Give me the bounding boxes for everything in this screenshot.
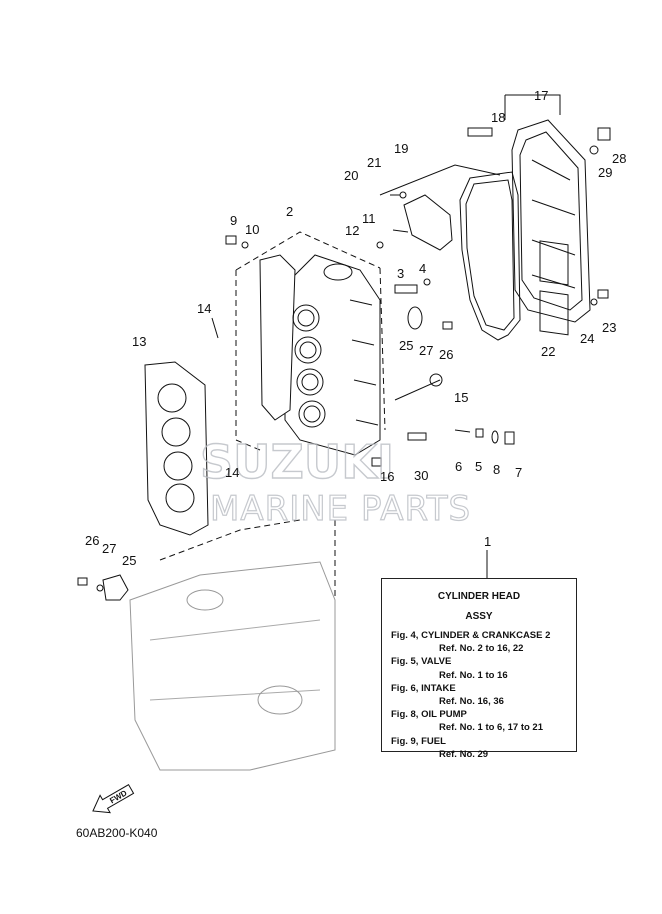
callout-26a: 26 [439,347,453,362]
reference-box: CYLINDER HEAD ASSY Fig. 4, CYLINDER & CR… [381,578,577,760]
callout-4: 4 [419,261,426,276]
callout-7: 7 [515,465,522,480]
callout-17: 17 [534,88,548,103]
callout-21: 21 [367,155,381,170]
callout-labels: 1 2 3 4 5 6 7 8 9 10 11 12 13 14 14 15 1… [85,88,626,578]
reference-line: Ref. No. 29 [439,748,489,760]
watermark-brand: SUZUKI [200,435,394,489]
reference-title: CYLINDER HEAD [437,591,521,602]
callout-16: 16 [380,469,394,484]
callout-14a: 14 [197,301,211,316]
callout-12: 12 [345,223,359,238]
callout-10: 10 [245,222,259,237]
callout-18: 18 [491,110,505,125]
callout-24: 24 [580,331,594,346]
reference-line: Ref. No. 1 to 16 [439,669,508,681]
callout-23: 23 [602,320,616,335]
reference-subtitle: ASSY [465,611,493,622]
reference-line: Fig. 4, CYLINDER & CRANKCASE 2 [391,630,551,641]
callout-5: 5 [475,459,482,474]
callout-8: 8 [493,462,500,477]
callout-9: 9 [230,213,237,228]
callout-29: 29 [598,165,612,180]
reference-line: Fig. 9, FUEL [391,735,446,747]
reference-line: Fig. 5, VALVE [391,656,452,668]
plate-part [403,194,453,251]
callout-25b: 25 [122,553,136,568]
callout-14b: 14 [225,465,239,480]
cylinder-head-part [259,254,381,456]
callout-27a: 27 [419,343,433,358]
reference-line: Ref. No. 1 to 6, 17 to 21 [439,722,543,734]
callout-28: 28 [612,151,626,166]
cover-gasket-part [459,171,521,341]
diagram-code: 60AB200-K040 [76,826,158,840]
callout-26b: 26 [85,533,99,548]
callout-3: 3 [397,266,404,281]
fwd-arrow-icon: FWD [92,783,135,814]
callout-22: 22 [541,344,555,359]
reference-line: Ref. No. 2 to 16, 22 [439,643,524,655]
cylinder-block-part [129,561,336,771]
callout-25a: 25 [399,338,413,353]
head-gasket-part [144,361,209,536]
callout-1: 1 [484,534,491,549]
callout-30: 30 [414,468,428,483]
callout-6: 6 [455,459,462,474]
watermark-subtitle: MARINE PARTS [210,489,471,529]
callout-15: 15 [454,390,468,405]
callout-2: 2 [286,204,293,219]
small-parts [77,127,611,601]
reference-line: Ref. No. 16, 36 [439,696,504,708]
head-cover-part [511,119,591,336]
callout-13: 13 [132,334,146,349]
callout-11: 11 [362,211,376,226]
callout-20: 20 [344,168,358,183]
reference-line: Fig. 6, INTAKE [391,682,456,694]
callout-27b: 27 [102,541,116,556]
callout-19: 19 [394,141,408,156]
reference-line: Fig. 8, OIL PUMP [391,709,467,721]
